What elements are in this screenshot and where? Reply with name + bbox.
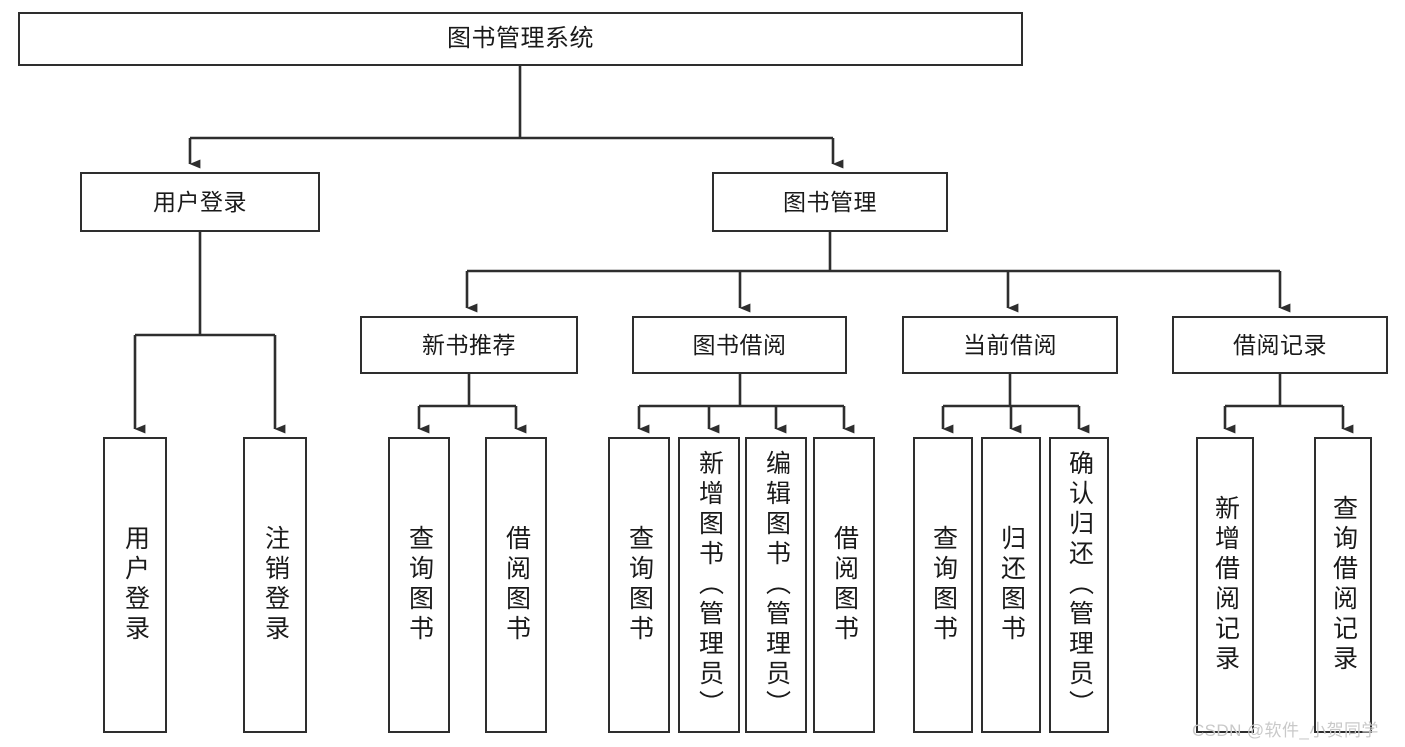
node-user-login-label: 用户登录 bbox=[153, 188, 247, 215]
node-leaf-user-login[interactable]: 用户登录 bbox=[103, 437, 167, 733]
node-leaf-logout[interactable]: 注销登录 bbox=[243, 437, 307, 733]
node-root[interactable]: 图书管理系统 bbox=[18, 12, 1023, 66]
node-book-management[interactable]: 图书管理 bbox=[712, 172, 948, 232]
node-leaf-query-record-label: 查询借阅记录 bbox=[1329, 495, 1358, 675]
node-book-borrow-label: 图书借阅 bbox=[692, 331, 787, 358]
node-leaf-add-record[interactable]: 新增借阅记录 bbox=[1196, 437, 1254, 733]
csdn-watermark: CSDN @软件_小贺同学 bbox=[1192, 721, 1379, 740]
node-leaf-user-login-label: 用户登录 bbox=[121, 525, 150, 645]
node-root-label: 图书管理系统 bbox=[447, 25, 594, 53]
node-leaf-confirm-return[interactable]: 确认归还（管理员） bbox=[1049, 437, 1109, 733]
node-leaf-borrow-book-label: 借阅图书 bbox=[830, 525, 859, 645]
node-leaf-borrow-book[interactable]: 借阅图书 bbox=[813, 437, 875, 733]
node-book-borrow[interactable]: 图书借阅 bbox=[632, 316, 847, 374]
node-leaf-query-book-borrow-label: 查询图书 bbox=[625, 525, 654, 645]
node-book-management-label: 图书管理 bbox=[783, 188, 877, 215]
node-current-borrow-label: 当前借阅 bbox=[963, 331, 1057, 358]
node-borrow-record[interactable]: 借阅记录 bbox=[1172, 316, 1388, 374]
node-leaf-query-record[interactable]: 查询借阅记录 bbox=[1314, 437, 1372, 733]
node-leaf-edit-book-label: 编辑图书（管理员） bbox=[762, 450, 791, 720]
node-leaf-add-book-label: 新增图书（管理员） bbox=[695, 450, 724, 720]
node-user-login[interactable]: 用户登录 bbox=[80, 172, 320, 232]
node-new-book-recommend-label: 新书推荐 bbox=[422, 331, 516, 358]
node-leaf-return-book-label: 归还图书 bbox=[997, 525, 1026, 645]
node-leaf-query-book-current[interactable]: 查询图书 bbox=[913, 437, 973, 733]
node-leaf-logout-label: 注销登录 bbox=[261, 525, 290, 645]
node-leaf-query-book-rec[interactable]: 查询图书 bbox=[388, 437, 450, 733]
node-leaf-borrow-book-rec-label: 借阅图书 bbox=[502, 525, 531, 645]
node-leaf-confirm-return-label: 确认归还（管理员） bbox=[1065, 450, 1094, 720]
node-leaf-borrow-book-rec[interactable]: 借阅图书 bbox=[485, 437, 547, 733]
node-leaf-query-book-rec-label: 查询图书 bbox=[405, 525, 434, 645]
node-leaf-edit-book[interactable]: 编辑图书（管理员） bbox=[745, 437, 807, 733]
node-leaf-query-book-borrow[interactable]: 查询图书 bbox=[608, 437, 670, 733]
node-leaf-add-book[interactable]: 新增图书（管理员） bbox=[678, 437, 740, 733]
node-borrow-record-label: 借阅记录 bbox=[1233, 331, 1327, 358]
node-leaf-add-record-label: 新增借阅记录 bbox=[1211, 495, 1240, 675]
node-current-borrow[interactable]: 当前借阅 bbox=[902, 316, 1118, 374]
node-new-book-recommend[interactable]: 新书推荐 bbox=[360, 316, 578, 374]
node-leaf-return-book[interactable]: 归还图书 bbox=[981, 437, 1041, 733]
node-leaf-query-book-current-label: 查询图书 bbox=[929, 525, 958, 645]
